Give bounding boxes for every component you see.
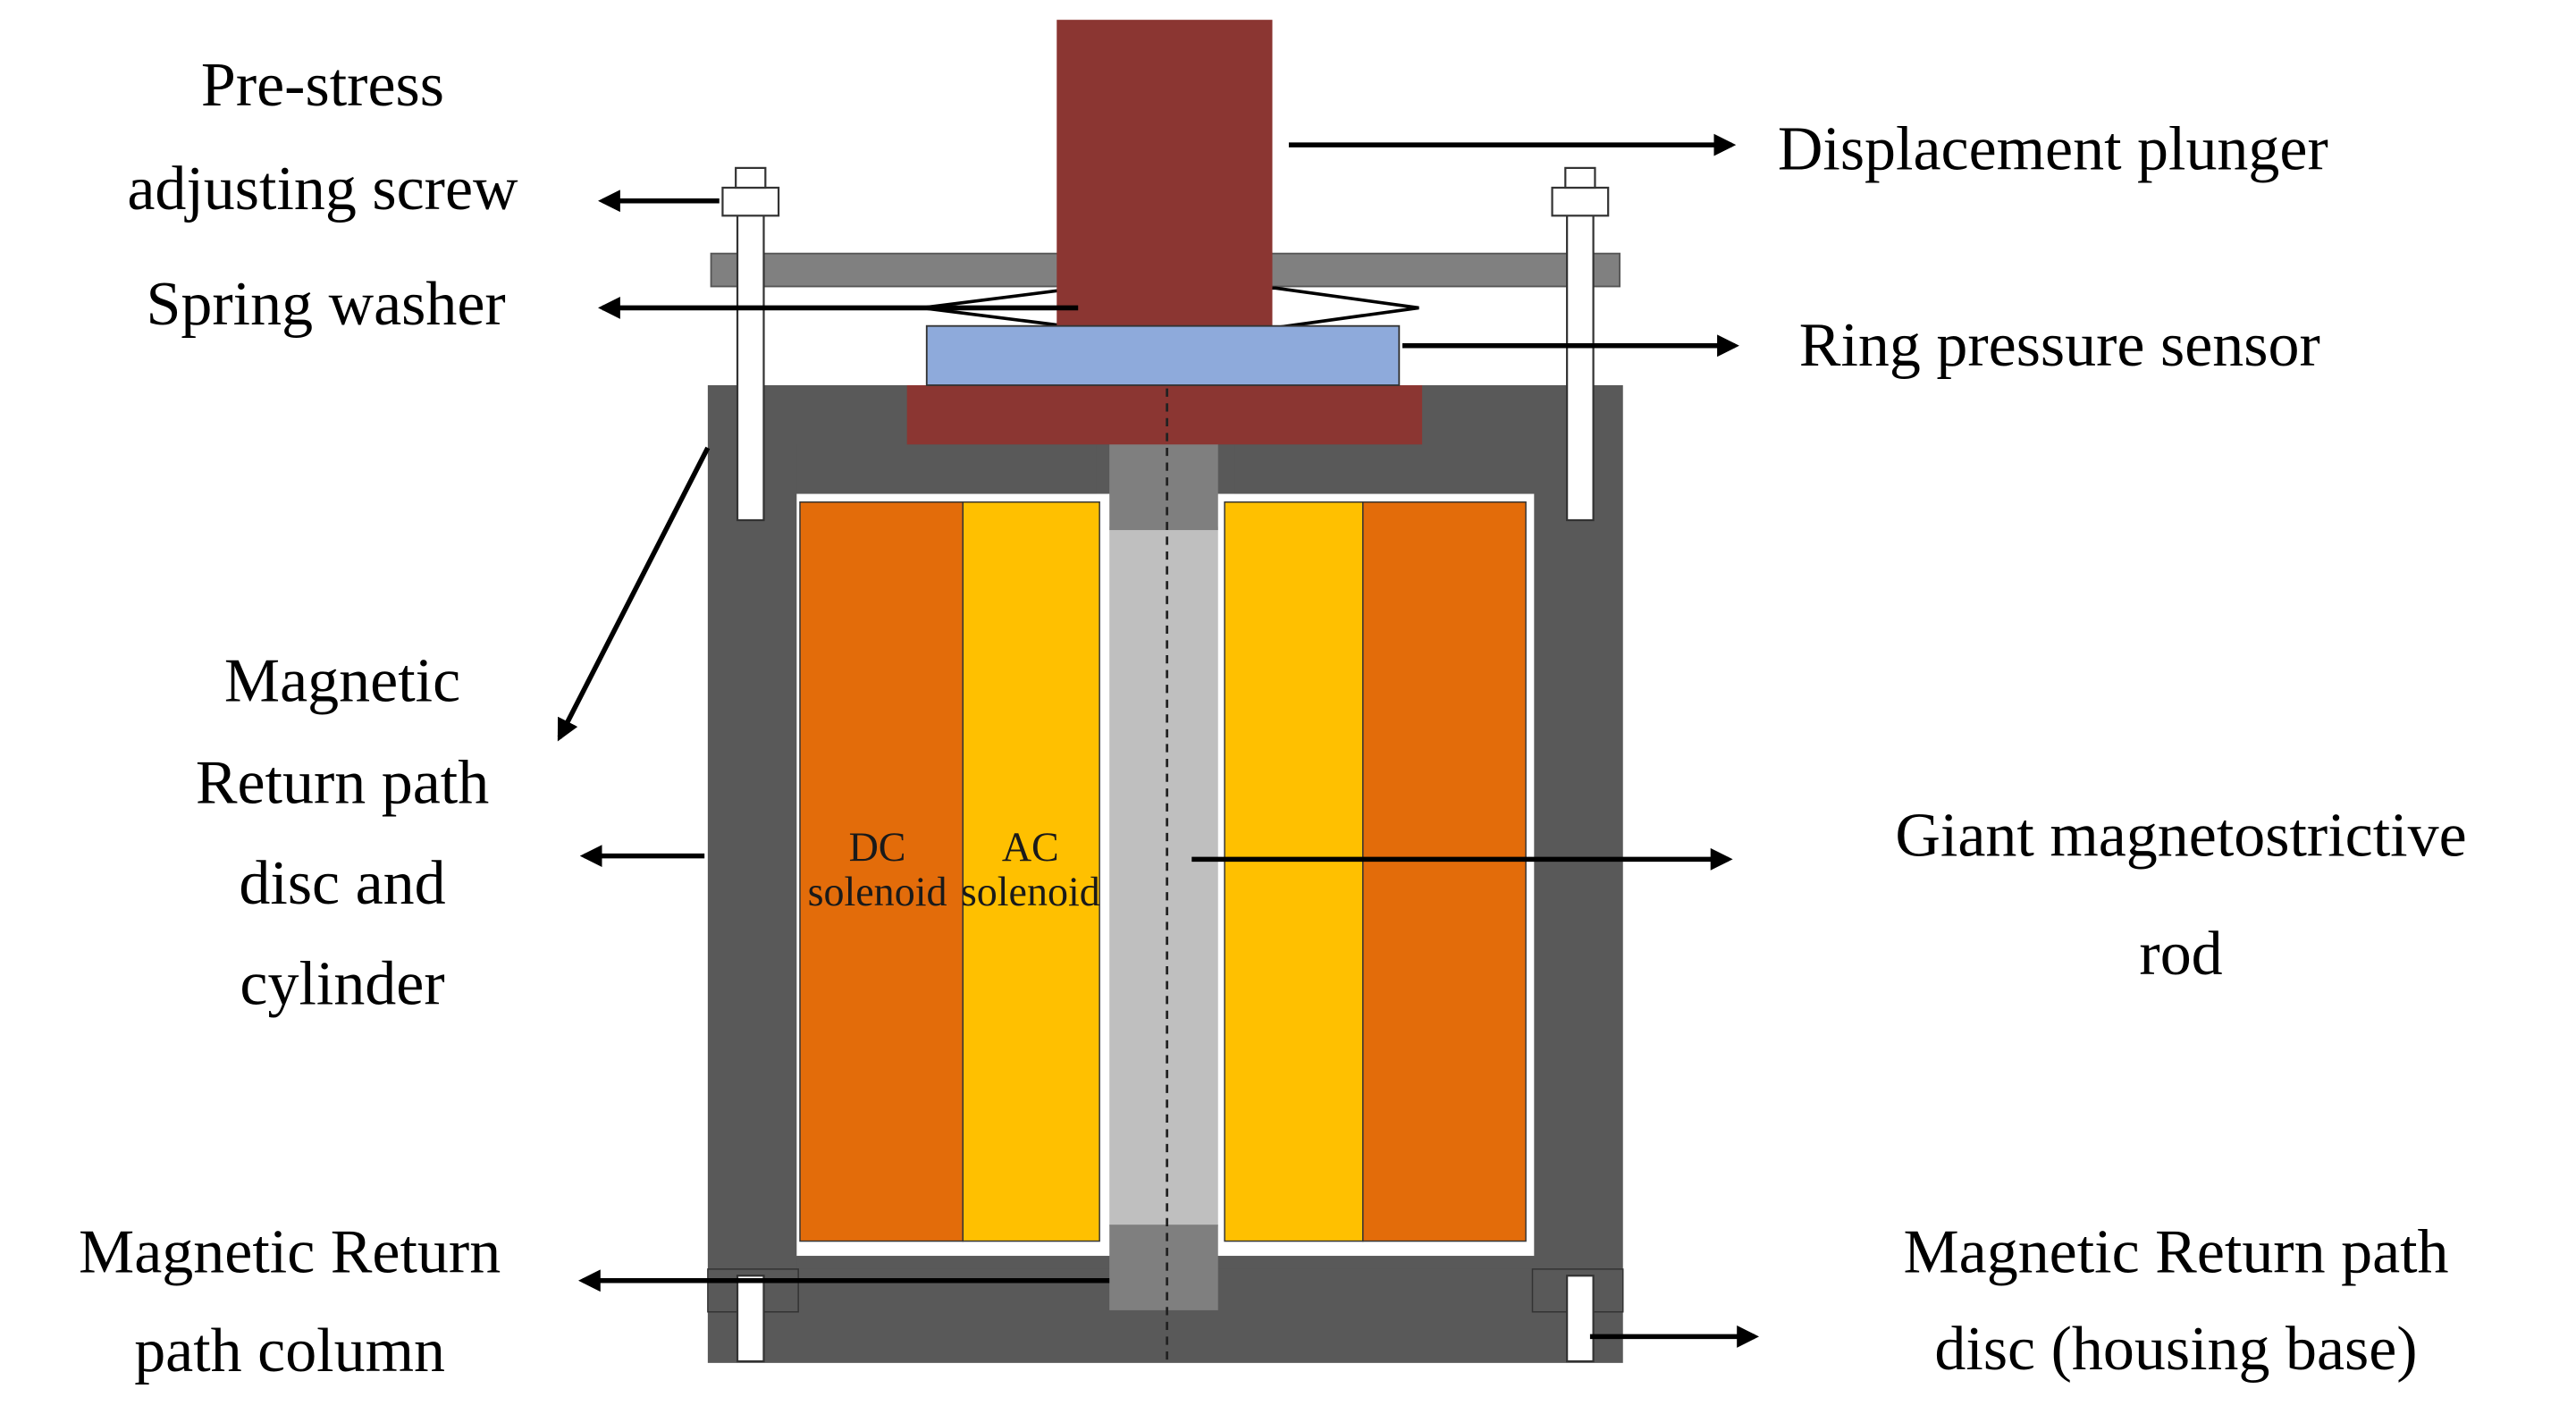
top-disc-left xyxy=(796,444,1097,494)
label-base-1: Magnetic Return path xyxy=(1903,1218,2448,1287)
bolt-right xyxy=(1566,209,1595,522)
label-column-2: path column xyxy=(134,1317,445,1385)
label-mrp-4: cylinder xyxy=(240,949,444,1018)
return-path-column-top xyxy=(1109,441,1218,531)
bolt-head-right xyxy=(1551,186,1610,217)
ac-solenoid-right xyxy=(1224,501,1364,1242)
bottom-bolt-left xyxy=(736,1275,765,1363)
label-mrp-3: disc and xyxy=(239,849,445,918)
magnetostrictive-rod xyxy=(1109,526,1218,1227)
ac-label-2: solenoid xyxy=(961,869,1100,914)
top-disc-right xyxy=(1234,444,1535,494)
label-gmr-1: Giant magnetostrictive xyxy=(1895,802,2466,871)
dc-label-2: solenoid xyxy=(808,869,947,914)
ac-label-1: AC xyxy=(1002,824,1059,870)
bolt-cap-right xyxy=(1564,166,1596,189)
dc-solenoid-right xyxy=(1362,501,1527,1242)
label-column-1: Magnetic Return xyxy=(79,1218,501,1287)
label-prestress-2: adjusting screw xyxy=(127,155,518,223)
bolt-left xyxy=(736,209,765,522)
label-gmr-2: rod xyxy=(2139,920,2222,989)
label-prestress-1: Pre-stress xyxy=(201,51,444,120)
ac-solenoid-left xyxy=(962,501,1100,1242)
ring-pressure-sensor xyxy=(925,324,1401,386)
plunger-flange xyxy=(906,384,1423,445)
label-plunger: Displacement plunger xyxy=(1778,115,2328,184)
label-spring-washer: Spring washer xyxy=(146,270,505,339)
label-mrp-1: Magnetic xyxy=(224,647,460,716)
dc-label-1: DC xyxy=(849,824,906,870)
bottom-bolt-right xyxy=(1566,1275,1595,1363)
return-path-column-bottom xyxy=(1109,1225,1218,1310)
arrow-disc-cylinder xyxy=(557,446,711,742)
label-mrp-2: Return path xyxy=(196,749,489,818)
bolt-cap-left xyxy=(735,166,767,189)
label-sensor: Ring pressure sensor xyxy=(1799,311,2320,380)
label-base-2: disc (housing base) xyxy=(1934,1315,2417,1384)
bolt-head-left xyxy=(721,186,780,217)
displacement-plunger xyxy=(1056,20,1273,326)
